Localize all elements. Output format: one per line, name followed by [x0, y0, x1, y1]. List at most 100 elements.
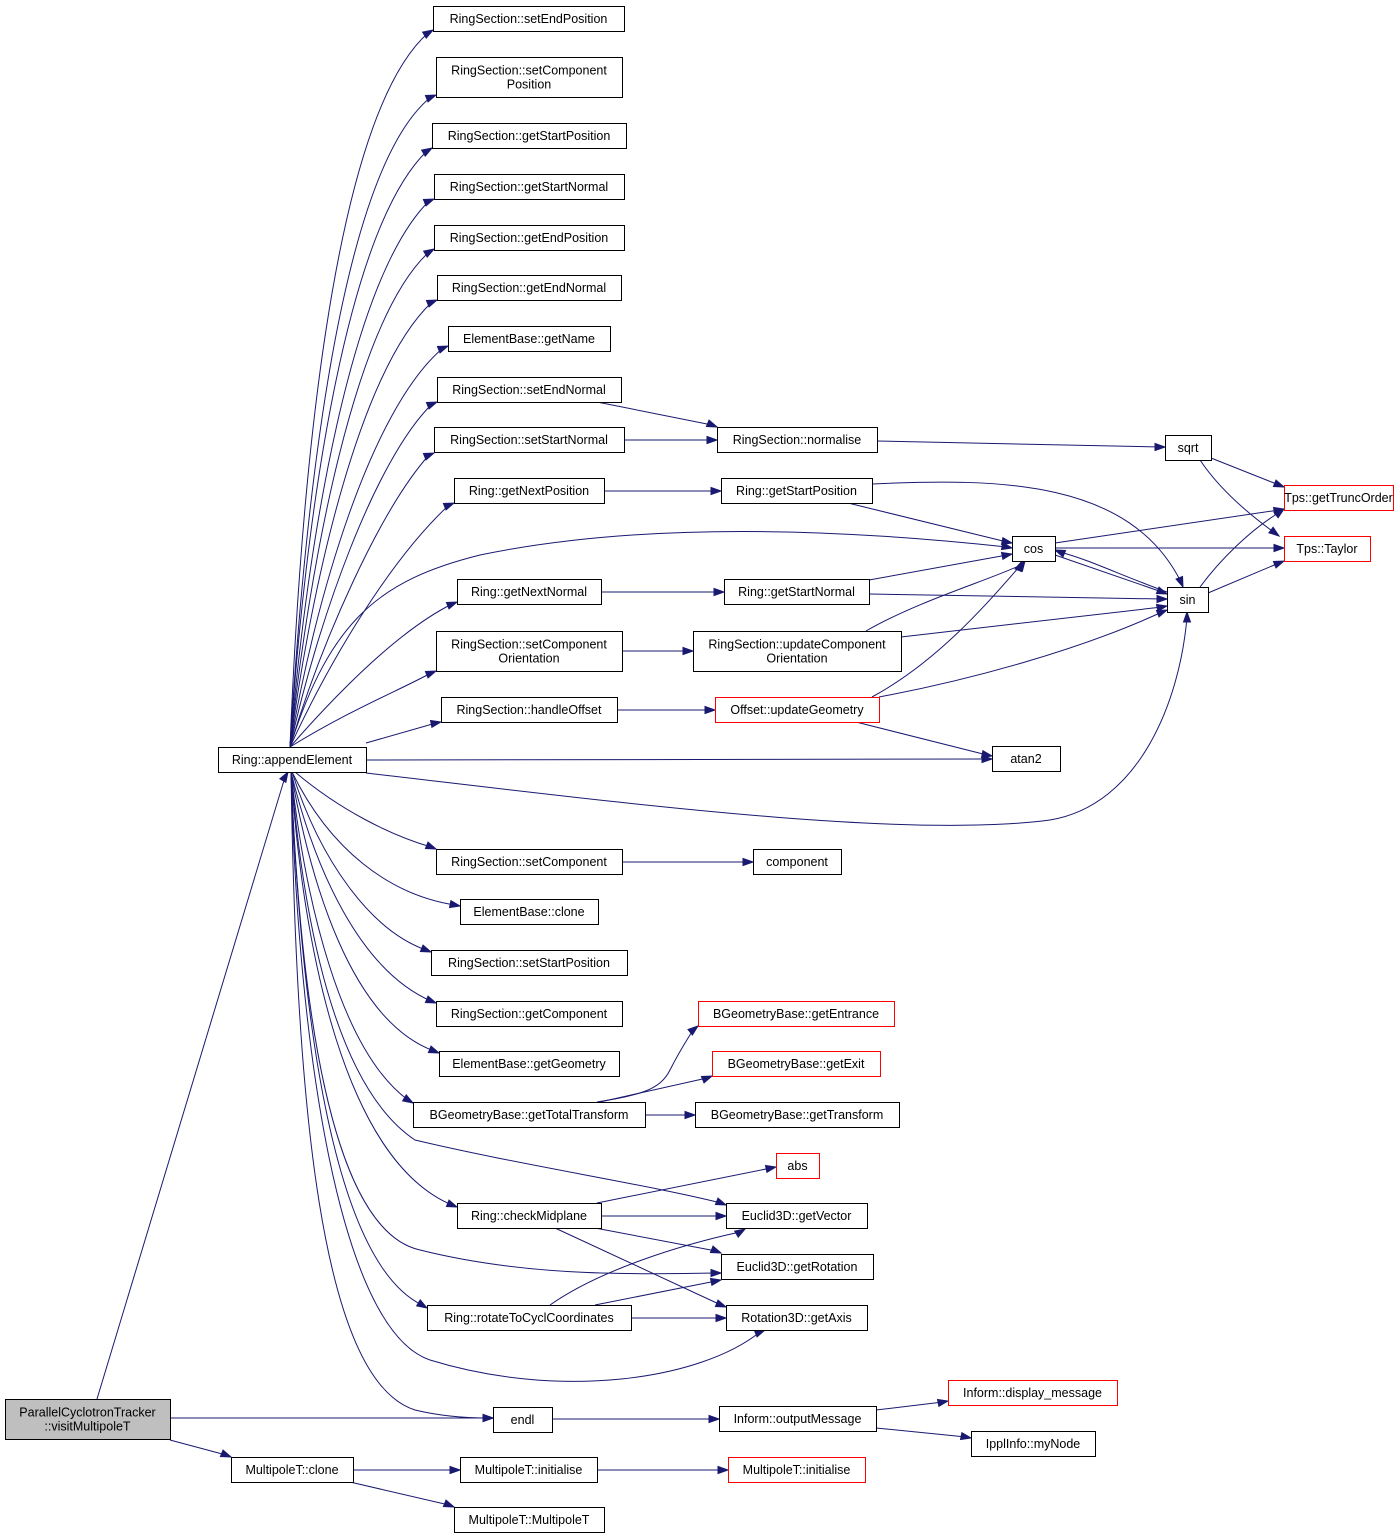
edge-appendElement-to-handleOffset	[365, 719, 443, 744]
node-mtInitialise2[interactable]: MultipoleT::initialise	[728, 1457, 866, 1483]
node-label: RingSection::updateComponent	[708, 638, 886, 652]
node-getTransform[interactable]: BGeometryBase::getTransform	[695, 1102, 900, 1128]
node-getEndNormal[interactable]: RingSection::getEndNormal	[437, 275, 622, 301]
node-setComponent[interactable]: RingSection::setComponent	[436, 849, 623, 875]
node-getStartNormalRS[interactable]: RingSection::getStartNormal	[434, 174, 625, 200]
edge-appendElement-to-getNextNormal	[289, 601, 459, 748]
node-box	[715, 697, 880, 723]
edge-arrowhead	[419, 944, 433, 953]
node-getComponent[interactable]: RingSection::getComponent	[436, 1001, 623, 1027]
edge-appendElement-to-atan2	[365, 754, 994, 764]
node-offsetUpdateGeometry[interactable]: Offset::updateGeometry	[715, 697, 880, 723]
node-getGeometry[interactable]: ElementBase::getGeometry	[439, 1051, 620, 1077]
edge-arrowhead	[448, 899, 462, 909]
node-sqrt[interactable]: sqrt	[1165, 435, 1212, 461]
node-getAxis[interactable]: Rotation3D::getAxis	[726, 1305, 868, 1331]
edge-outputMessage-to-myNode	[875, 1427, 973, 1441]
node-setEndNormal[interactable]: RingSection::setEndNormal	[437, 377, 622, 403]
node-outputMessage[interactable]: Inform::outputMessage	[719, 1406, 877, 1432]
node-box	[1284, 536, 1371, 562]
node-root[interactable]: ParallelCyclotronTracker::visitMultipole…	[5, 1399, 171, 1440]
edge-updateCompOrient-to-sin	[900, 603, 1169, 638]
edge-appendElement-to-setComponentOrientation	[289, 670, 438, 748]
node-label: MultipoleT::initialise	[743, 1463, 851, 1477]
node-label: ::visitMultipoleT	[44, 1420, 130, 1434]
node-taylor[interactable]: Tps::Taylor	[1284, 536, 1371, 562]
node-getNextNormal[interactable]: Ring::getNextNormal	[457, 579, 602, 605]
node-getNextPosition[interactable]: Ring::getNextPosition	[454, 478, 605, 504]
node-endl[interactable]: endl	[493, 1407, 553, 1433]
node-setEndPosition[interactable]: RingSection::setEndPosition	[433, 6, 625, 32]
node-ebClone[interactable]: ElementBase::clone	[460, 899, 599, 925]
node-atan2[interactable]: atan2	[992, 746, 1061, 772]
edge-offsetUpdateGeometry-to-sin	[878, 609, 1169, 698]
node-box	[432, 123, 627, 149]
node-displayMessage[interactable]: Inform::display_message	[948, 1380, 1118, 1406]
node-label: Orientation	[766, 652, 827, 666]
node-getExit[interactable]: BGeometryBase::getExit	[712, 1051, 881, 1077]
edge-arrowhead	[442, 1499, 456, 1508]
node-label: MultipoleT::clone	[245, 1463, 338, 1477]
node-label: Offset::updateGeometry	[730, 703, 864, 717]
node-ringGetStartPosition[interactable]: Ring::getStartPosition	[721, 478, 873, 504]
node-getEndPosition[interactable]: RingSection::getEndPosition	[434, 225, 625, 251]
node-sin[interactable]: sin	[1167, 587, 1209, 613]
node-mtMultipoleT[interactable]: MultipoleT::MultipoleT	[454, 1507, 605, 1533]
edge-rotateToCycl-to-getVector	[549, 1228, 747, 1306]
node-ringGetStartNormal[interactable]: Ring::getStartNormal	[724, 579, 870, 605]
edge-line	[289, 200, 430, 748]
edge-line	[599, 1077, 708, 1103]
node-getTruncOrder[interactable]: Tps::getTruncOrder	[1284, 485, 1394, 511]
edge-arrowhead	[1156, 594, 1169, 604]
edge-setStartNormal-to-normalise	[624, 435, 719, 445]
node-handleOffset[interactable]: RingSection::handleOffset	[441, 697, 618, 723]
edge-arrowhead	[1053, 549, 1067, 558]
node-box	[948, 1380, 1118, 1406]
node-label: cos	[1024, 542, 1043, 556]
node-getVector[interactable]: Euclid3D::getVector	[726, 1203, 868, 1229]
node-cos[interactable]: cos	[1012, 536, 1056, 562]
node-box	[776, 1153, 820, 1179]
node-getEntrance[interactable]: BGeometryBase::getEntrance	[698, 1001, 895, 1027]
node-mtInitialise[interactable]: MultipoleT::initialise	[460, 1457, 598, 1483]
node-component[interactable]: component	[753, 849, 842, 875]
node-box	[448, 326, 611, 352]
edge-arrowhead	[715, 1313, 728, 1323]
node-checkMidplane[interactable]: Ring::checkMidplane	[457, 1203, 602, 1229]
edge-checkMidplane-to-getRotation	[594, 1227, 723, 1254]
node-getName[interactable]: ElementBase::getName	[448, 326, 611, 352]
node-normalise[interactable]: RingSection::normalise	[717, 427, 878, 453]
edge-arrowhead	[427, 1045, 441, 1054]
edge-arrowhead	[1273, 543, 1286, 553]
edge-root-to-appendElement	[96, 770, 289, 1400]
node-myNode[interactable]: IpplInfo::myNode	[971, 1431, 1096, 1457]
node-getTotalTransform[interactable]: BGeometryBase::getTotalTransform	[413, 1102, 646, 1128]
edge-appendElement-to-setComponentPosition	[289, 94, 438, 748]
node-label: BGeometryBase::getEntrance	[713, 1007, 879, 1021]
node-mtClone[interactable]: MultipoleT::clone	[231, 1457, 354, 1483]
node-setStartPosition[interactable]: RingSection::setStartPosition	[431, 950, 628, 976]
edge-arrowhead	[1154, 442, 1167, 452]
node-getStartPositionRS[interactable]: RingSection::getStartPosition	[432, 123, 627, 149]
node-appendElement[interactable]: Ring::appendElement	[218, 747, 367, 773]
node-label: Tps::getTruncOrder	[1284, 491, 1393, 505]
node-label: sqrt	[1178, 441, 1199, 455]
edge-line	[871, 565, 1021, 698]
edge-line	[365, 616, 1188, 826]
node-box	[457, 579, 602, 605]
edge-arrowhead	[422, 248, 436, 259]
node-getRotation[interactable]: Euclid3D::getRotation	[721, 1254, 874, 1280]
node-rotateToCycl[interactable]: Ring::rotateToCyclCoordinates	[427, 1305, 632, 1331]
node-label: Euclid3D::getRotation	[737, 1260, 858, 1274]
node-abs[interactable]: abs	[776, 1153, 820, 1179]
node-box	[434, 174, 625, 200]
node-box	[724, 579, 870, 605]
edge-appendElement-to-getEndPosition	[289, 248, 436, 748]
edge-getNextPosition-to-ringGetStartPosition	[604, 486, 723, 496]
node-setStartNormal[interactable]: RingSection::setStartNormal	[434, 427, 625, 453]
edge-arrowhead	[708, 1414, 721, 1424]
